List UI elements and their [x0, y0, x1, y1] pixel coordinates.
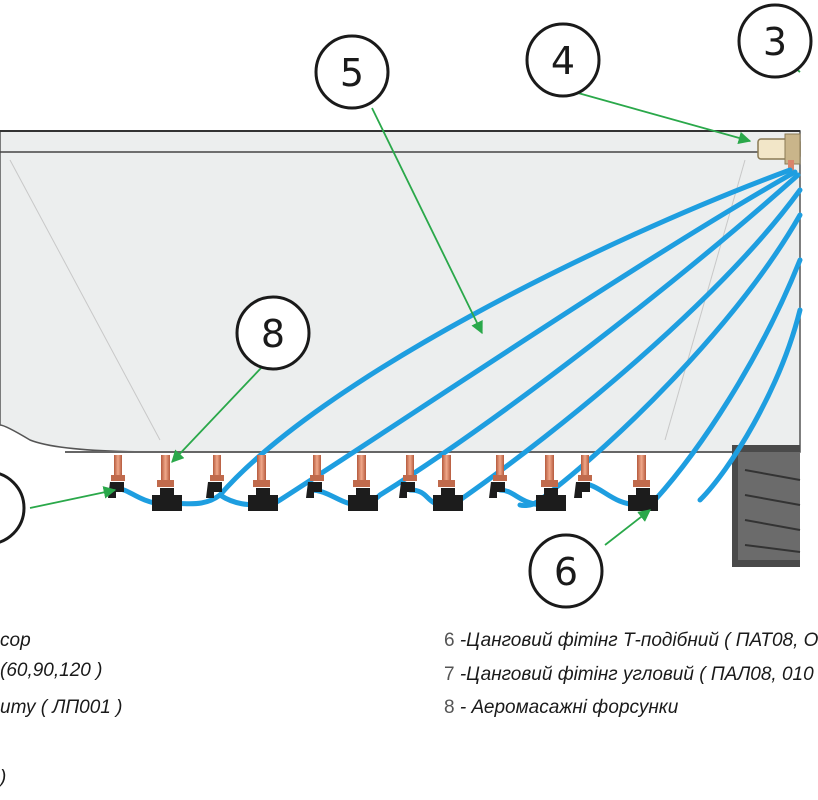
nozzle [353, 455, 370, 487]
arrow-8 [171, 366, 263, 463]
hydromassage-diagram: 3 4 5 8 6 [0, 3, 813, 609]
nozzle [111, 455, 125, 481]
legend-item-text: - Аеромасажні форсунки [454, 697, 679, 718]
callout-3: 3 [737, 3, 813, 79]
nozzle [578, 455, 592, 481]
arrow-6 [604, 509, 651, 546]
nozzle [210, 455, 224, 481]
legend-left-line-1: сор [0, 630, 31, 651]
arrow-5 [371, 107, 483, 335]
legend-item-6: 6 -Цанговий фітінг Т-подібний ( ПАТ08, О [444, 631, 818, 651]
t-fitting [152, 488, 182, 511]
arrow-4 [577, 92, 752, 145]
legend-left-line-4: ) [0, 767, 7, 788]
arrow-7 [29, 486, 117, 509]
callout-5: 5 [314, 34, 390, 110]
t-fitting [433, 488, 463, 511]
nozzle [438, 455, 455, 487]
legend-item-number: 6 [444, 630, 455, 651]
legend-left-line-3: иту ( ЛП001 ) [0, 697, 123, 718]
callout-4: 4 [525, 22, 601, 98]
legend-item-number: 8 [444, 697, 455, 718]
callout-7-partial [0, 472, 26, 544]
svg-text:6: 6 [554, 550, 578, 594]
nozzle [253, 455, 270, 487]
callout-6: 6 [528, 533, 604, 609]
aeromassage-nozzles [111, 455, 650, 487]
collet-fittings [108, 482, 658, 511]
t-fitting [536, 488, 566, 511]
nozzle [541, 455, 558, 487]
svg-text:5: 5 [340, 51, 364, 95]
callout-8: 8 [235, 295, 311, 371]
legend-item-number: 7 [444, 664, 455, 685]
angle-fitting [489, 482, 505, 498]
legend-left-line-2: (60,90,120 ) [0, 660, 103, 681]
pump [732, 445, 801, 567]
nozzle [157, 455, 174, 487]
nozzle [310, 455, 324, 481]
angle-fitting [399, 482, 415, 498]
legend-item-7: 7 -Цанговий фітінг угловий ( ПАЛ08, 010 [444, 665, 814, 685]
angle-fitting [206, 482, 222, 498]
nozzle [493, 455, 507, 481]
legend-item-8: 8 - Аеромасажні форсунки [444, 698, 678, 718]
t-fitting [348, 488, 378, 511]
angle-fitting [306, 482, 322, 498]
svg-text:3: 3 [763, 20, 787, 64]
t-fitting [248, 488, 278, 511]
collector-manifold [757, 133, 801, 172]
nozzle [403, 455, 417, 481]
legend-item-text: -Цанговий фітінг Т-подібний ( ПАТ08, О [454, 630, 818, 651]
angle-fitting [108, 482, 124, 498]
nozzle [633, 455, 650, 487]
t-fitting [628, 488, 658, 511]
bathtub [0, 130, 801, 453]
legend-item-text: -Цанговий фітінг угловий ( ПАЛ08, 010 [454, 664, 814, 685]
pointer-arrows [29, 67, 801, 546]
svg-text:4: 4 [551, 39, 575, 83]
svg-text:8: 8 [261, 312, 285, 356]
angle-fitting [574, 482, 590, 498]
